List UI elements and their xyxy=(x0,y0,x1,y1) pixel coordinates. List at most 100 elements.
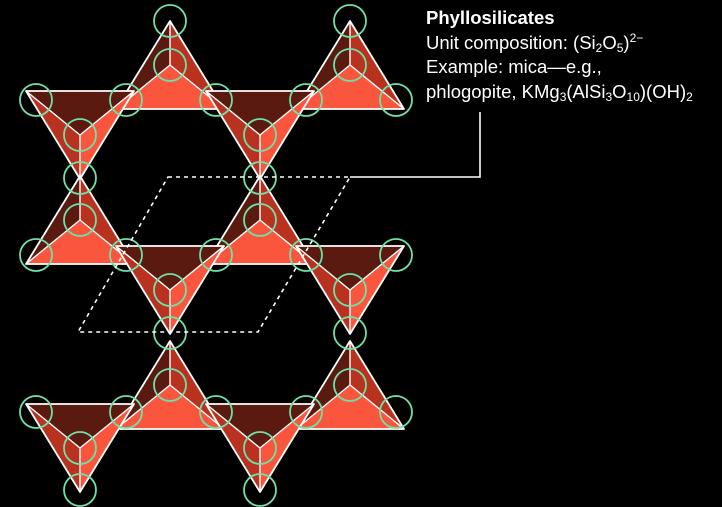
tetrahedron-outline xyxy=(295,20,405,110)
oxygen-atom xyxy=(289,83,323,117)
caption-example: Example: mica—e.g., xyxy=(426,56,602,77)
tetrahedron-edge xyxy=(205,403,261,449)
tetrahedron-face xyxy=(26,91,134,135)
oxygen-atom xyxy=(379,395,413,429)
tetrahedron-face xyxy=(206,404,314,448)
oxygen-atom xyxy=(153,4,187,38)
oxygen-atom xyxy=(379,238,413,272)
silicate-tetrahedron xyxy=(25,90,135,180)
tetrahedron-edge xyxy=(349,384,405,430)
oxygen-atom xyxy=(153,316,187,350)
tetrahedron-edge xyxy=(349,64,405,110)
formula-si-subscript: 3 xyxy=(605,89,613,104)
oxygen-atom xyxy=(333,4,367,38)
oxygen-atom xyxy=(153,368,187,402)
formula-mg-subscript: 3 xyxy=(559,89,567,104)
oxygen-atom xyxy=(199,238,233,272)
tetrahedron-outline xyxy=(115,20,225,110)
formula-oh-subscript: 2 xyxy=(686,89,693,104)
oxygen-atom xyxy=(379,83,413,117)
tetrahedron-edge xyxy=(79,90,135,136)
oxygen-atom xyxy=(63,473,97,507)
composition-close: ) xyxy=(623,31,630,53)
formula-prefix: phlogopite, KMg xyxy=(426,80,560,102)
silicate-tetrahedron xyxy=(295,340,405,430)
oxygen-atom xyxy=(333,368,367,402)
silicate-tetrahedron xyxy=(205,90,315,180)
caption-composition: Unit composition: (Si2O5)2− xyxy=(426,31,693,56)
oxygen-atom xyxy=(243,431,277,465)
tetrahedron-face xyxy=(26,220,134,264)
oxygen-atom xyxy=(63,203,97,237)
tetrahedron-face xyxy=(116,385,224,429)
oxygen-atom xyxy=(19,395,53,429)
tetrahedron-outline xyxy=(295,245,405,335)
tetrahedron-outline xyxy=(205,90,315,180)
tetrahedron-edge xyxy=(25,403,81,449)
oxygen-atom xyxy=(333,48,367,82)
tetrahedron-outline xyxy=(115,340,225,430)
silicate-tetrahedron xyxy=(115,20,225,110)
formula-o-subscript: 10 xyxy=(626,89,640,104)
tetrahedron-face xyxy=(296,385,404,429)
tetrahedron-outline xyxy=(25,403,135,493)
silicate-tetrahedron xyxy=(295,245,405,335)
unit-cell-outline xyxy=(76,176,352,333)
oxygen-atom xyxy=(109,395,143,429)
oxygen-atom xyxy=(109,238,143,272)
oxygen-atom xyxy=(63,431,97,465)
formula-oxygen: O xyxy=(612,80,627,102)
silicate-tetrahedron xyxy=(25,403,135,493)
tetrahedron-face xyxy=(116,246,224,290)
tetrahedron-face xyxy=(206,220,314,264)
tetrahedron-edge xyxy=(205,90,261,136)
tetrahedron-edge xyxy=(79,403,135,449)
oxygen-atom xyxy=(19,238,53,272)
tetrahedron-edge xyxy=(169,245,225,291)
tetrahedron-outline xyxy=(205,175,315,265)
tetrahedron-face xyxy=(116,65,224,109)
oxygen-atom xyxy=(243,118,277,152)
oxygen-atom xyxy=(243,473,277,507)
formula-tail: )(OH) xyxy=(639,80,687,102)
oxygen-atom xyxy=(199,83,233,117)
composition-o-subscript: 5 xyxy=(616,40,624,55)
oxygen-atom xyxy=(333,273,367,307)
tetrahedron-outline xyxy=(295,340,405,430)
tetrahedron-edge xyxy=(349,245,405,291)
composition-oxygen: O xyxy=(602,31,617,53)
tetrahedron-face xyxy=(296,65,404,109)
tetrahedron-edge xyxy=(295,245,351,291)
tetrahedron-edge xyxy=(169,384,225,430)
tetrahedron-edge xyxy=(25,219,81,265)
tetrahedra-layer xyxy=(25,20,405,493)
oxygen-atom xyxy=(199,395,233,429)
tetrahedron-edge xyxy=(259,403,315,449)
tetrahedron-edge xyxy=(25,90,81,136)
oxygen-atom xyxy=(333,316,367,350)
tetrahedron-outline xyxy=(115,245,225,335)
silicate-tetrahedron xyxy=(25,175,135,265)
silicate-tetrahedron xyxy=(205,403,315,493)
silicate-tetrahedron xyxy=(205,175,315,265)
oxygen-atom xyxy=(153,48,187,82)
formula-alsi: (AlSi xyxy=(566,80,606,102)
oxygen-atom xyxy=(289,395,323,429)
oxygen-atom xyxy=(19,83,53,117)
composition-charge: 2− xyxy=(629,30,644,45)
tetrahedron-outline xyxy=(25,175,135,265)
overlay-layer xyxy=(76,112,481,333)
oxygen-atom xyxy=(63,118,97,152)
oxygen-atom xyxy=(243,161,277,195)
caption-title: Phyllosilicates xyxy=(426,7,555,28)
oxygen-atom xyxy=(153,273,187,307)
caption-formula: phlogopite, KMg3(AlSi3O10)(OH)2 xyxy=(426,80,693,105)
tetrahedron-face xyxy=(26,404,134,448)
oxygen-atom xyxy=(63,161,97,195)
oxygen-atom xyxy=(243,203,277,237)
tetrahedron-face xyxy=(206,91,314,135)
composition-label: Unit composition: (Si xyxy=(426,31,596,53)
caption: Phyllosilicates Unit composition: (Si2O5… xyxy=(426,6,693,104)
leader-line xyxy=(350,112,481,178)
